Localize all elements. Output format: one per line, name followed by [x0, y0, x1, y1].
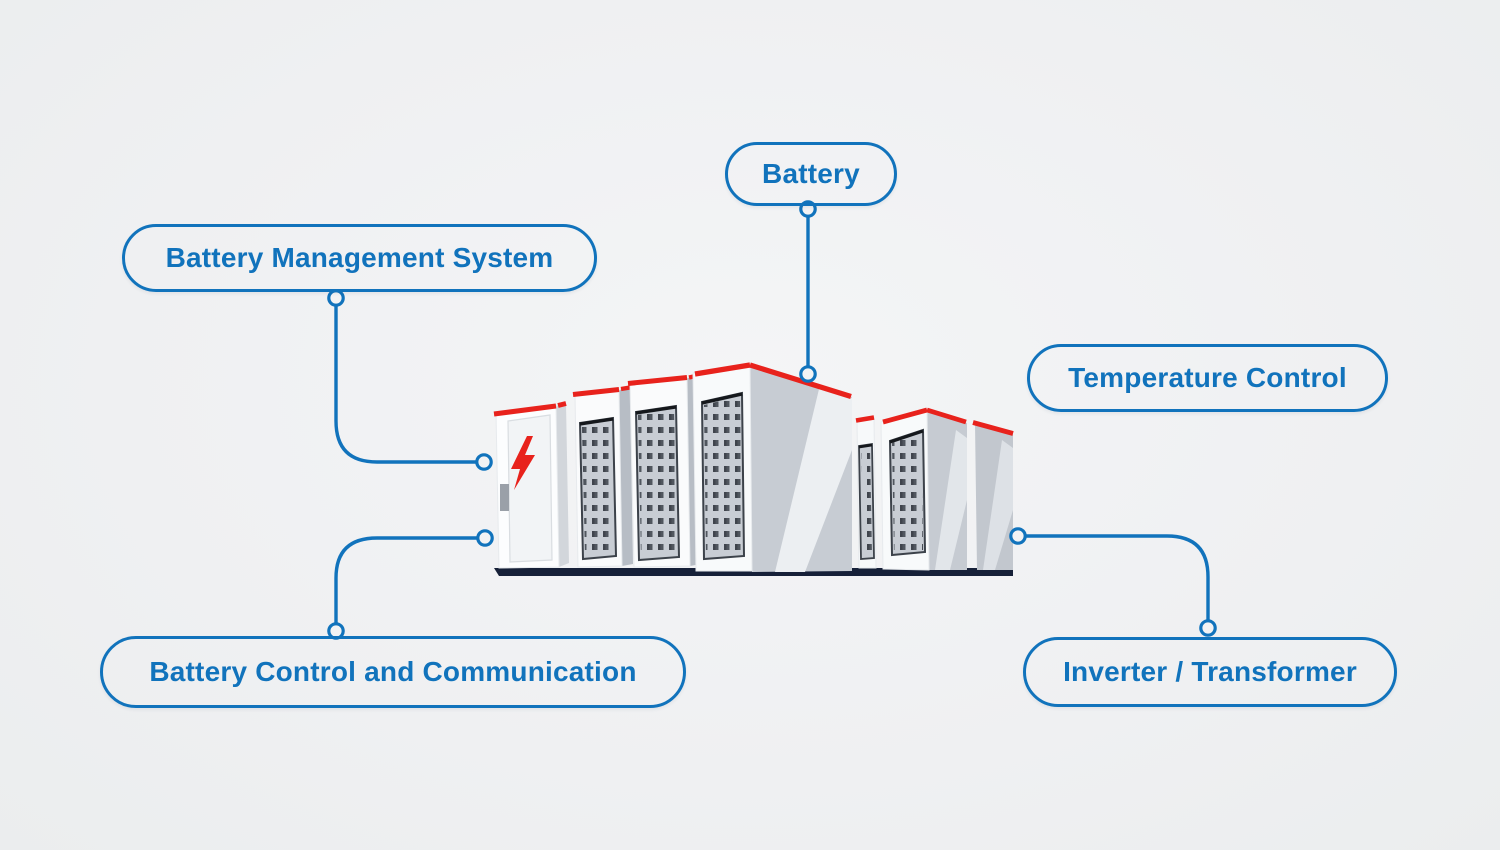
label-battery: Battery: [725, 142, 897, 206]
label-inverter-text: Inverter / Transformer: [1063, 656, 1357, 687]
cabinet-side-right: [972, 420, 1014, 570]
connector-control-comm: [327, 529, 494, 640]
label-battery-text: Battery: [762, 158, 860, 189]
door-handle: [500, 484, 509, 511]
label-bms-text: Battery Management System: [165, 242, 554, 273]
connector-battery: [799, 200, 817, 383]
cabinet-corner-large: [692, 362, 852, 572]
label-battery-management-system: Battery Management System: [122, 224, 597, 292]
cabinet-vented-small: [855, 415, 877, 569]
label-battery-control-communication: Battery Control and Communication: [100, 636, 686, 708]
label-temperature-control: Temperature Control: [1027, 344, 1388, 412]
cabinet-vented: [572, 385, 633, 568]
cabinet-lightning: [493, 401, 569, 569]
connector-inverter: [1009, 527, 1217, 637]
label-temperature-text: Temperature Control: [1068, 362, 1347, 393]
base-plinth: [494, 568, 1013, 576]
lightning-bolt-icon: [511, 436, 535, 490]
cabinet-vented: [627, 373, 701, 568]
label-inverter-transformer: Inverter / Transformer: [1023, 637, 1397, 707]
connector-bms: [327, 289, 493, 471]
storage-cabinets-illustration: [493, 362, 1014, 576]
label-control-comm-text: Battery Control and Communication: [149, 656, 637, 687]
cabinet-corner-right: [880, 407, 967, 571]
